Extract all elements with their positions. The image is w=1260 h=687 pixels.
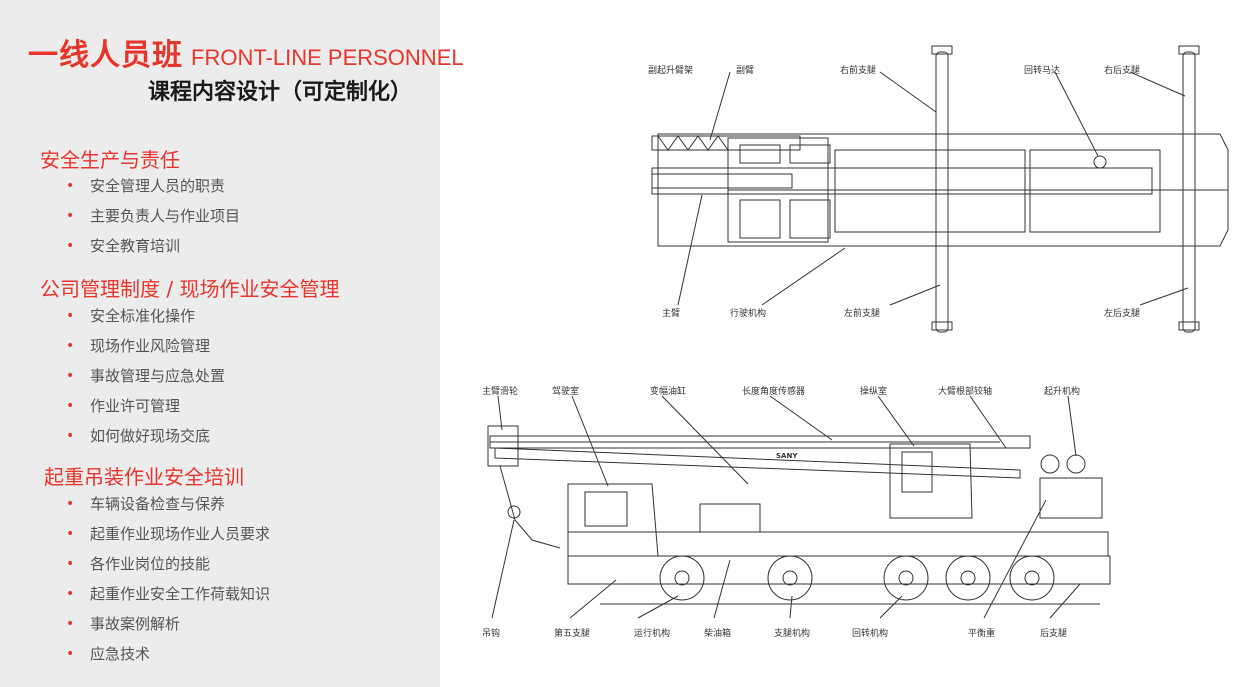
- label-slewing-mechanism: 回转机构: [852, 629, 889, 639]
- label-right-rear-outrigger: 右后支腿: [1104, 66, 1141, 76]
- list-item: 起重作业现场作业人员要求: [66, 519, 270, 549]
- label-hoist-mechanism: 起升机构: [1044, 387, 1081, 397]
- label-boom-pulley: 主臂滑轮: [482, 387, 519, 397]
- list-item: 事故案例解析: [66, 609, 270, 639]
- title-cn: 一线人员班: [28, 38, 183, 73]
- label-driver-cab: 驾驶室: [552, 387, 580, 397]
- list-item: 如何做好现场交底: [66, 421, 225, 451]
- left-panel: 一线人员班 FRONT-LINE PERSONNEL 课程内容设计（可定制化） 安…: [0, 0, 464, 687]
- list-item: 安全管理人员的职责: [66, 171, 240, 201]
- label-counterweight: 平衡重: [968, 629, 996, 639]
- label-left-rear-outrigger: 左后支腿: [1104, 309, 1141, 319]
- section-heading-safety: 安全生产与责任: [40, 148, 180, 172]
- crane-drawing: [487, 45, 1229, 619]
- list-item: 各作业岗位的技能: [66, 549, 270, 579]
- label-length-angle-sensor: 长度角度传感器: [742, 387, 806, 397]
- label-fly-jib: 副臂: [736, 66, 755, 76]
- label-fuel-tank: 柴油箱: [704, 629, 732, 639]
- list-item: 事故管理与应急处置: [66, 361, 225, 391]
- label-operator-cab: 操纵室: [860, 387, 888, 397]
- list-item: 安全标准化操作: [66, 301, 225, 331]
- label-boom-root-pin: 大臂根部铰轴: [938, 387, 993, 397]
- label-left-front-outrigger: 左前支腿: [844, 309, 881, 319]
- label-hook: 吊钩: [482, 629, 501, 639]
- section-list-lifting: 车辆设备检查与保养 起重作业现场作业人员要求 各作业岗位的技能 起重作业安全工作…: [66, 489, 270, 669]
- label-travel-mechanism-top: 行驶机构: [730, 309, 767, 319]
- section-heading-management: 公司管理制度 / 现场作业安全管理: [40, 277, 340, 301]
- label-right-front-outrigger: 右前支腿: [840, 66, 877, 76]
- subtitle: 课程内容设计（可定制化）: [148, 80, 413, 105]
- list-item: 安全教育培训: [66, 231, 240, 261]
- list-item: 应急技术: [66, 639, 270, 669]
- title-row: 一线人员班 FRONT-LINE PERSONNEL: [28, 30, 464, 74]
- label-outrigger-mechanism: 支腿机构: [774, 629, 811, 639]
- label-slewing-motor: 回转马达: [1024, 66, 1061, 76]
- label-rear-outrigger: 后支腿: [1040, 629, 1068, 639]
- title-en: FRONT-LINE PERSONNEL: [191, 45, 464, 70]
- section-heading-lifting: 起重吊装作业安全培训: [44, 465, 244, 489]
- label-running-mechanism: 运行机构: [634, 629, 671, 639]
- crane-side-view: [487, 395, 1111, 619]
- label-luffing-cylinder: 变幅油缸: [650, 387, 687, 397]
- section-list-management: 安全标准化操作 现场作业风险管理 事故管理与应急处置 作业许可管理 如何做好现场…: [66, 301, 225, 451]
- crane-diagram: 副起升臂架 副臂 右前支腿 回转马达 右后支腿 主臂 行驶机构 左前支腿 左后支…: [440, 0, 1260, 687]
- crane-top-view: [651, 45, 1229, 333]
- label-main-boom: 主臂: [662, 309, 681, 319]
- list-item: 主要负责人与作业项目: [66, 201, 240, 231]
- brand-logo: SANY: [776, 452, 798, 460]
- list-item: 现场作业风险管理: [66, 331, 225, 361]
- list-item: 车辆设备检查与保养: [66, 489, 270, 519]
- label-fifth-outrigger: 第五支腿: [554, 629, 591, 639]
- label-fly-jib-hoist: 副起升臂架: [648, 66, 694, 76]
- list-item: 起重作业安全工作荷载知识: [66, 579, 270, 609]
- list-item: 作业许可管理: [66, 391, 225, 421]
- section-list-safety: 安全管理人员的职责 主要负责人与作业项目 安全教育培训: [66, 171, 240, 261]
